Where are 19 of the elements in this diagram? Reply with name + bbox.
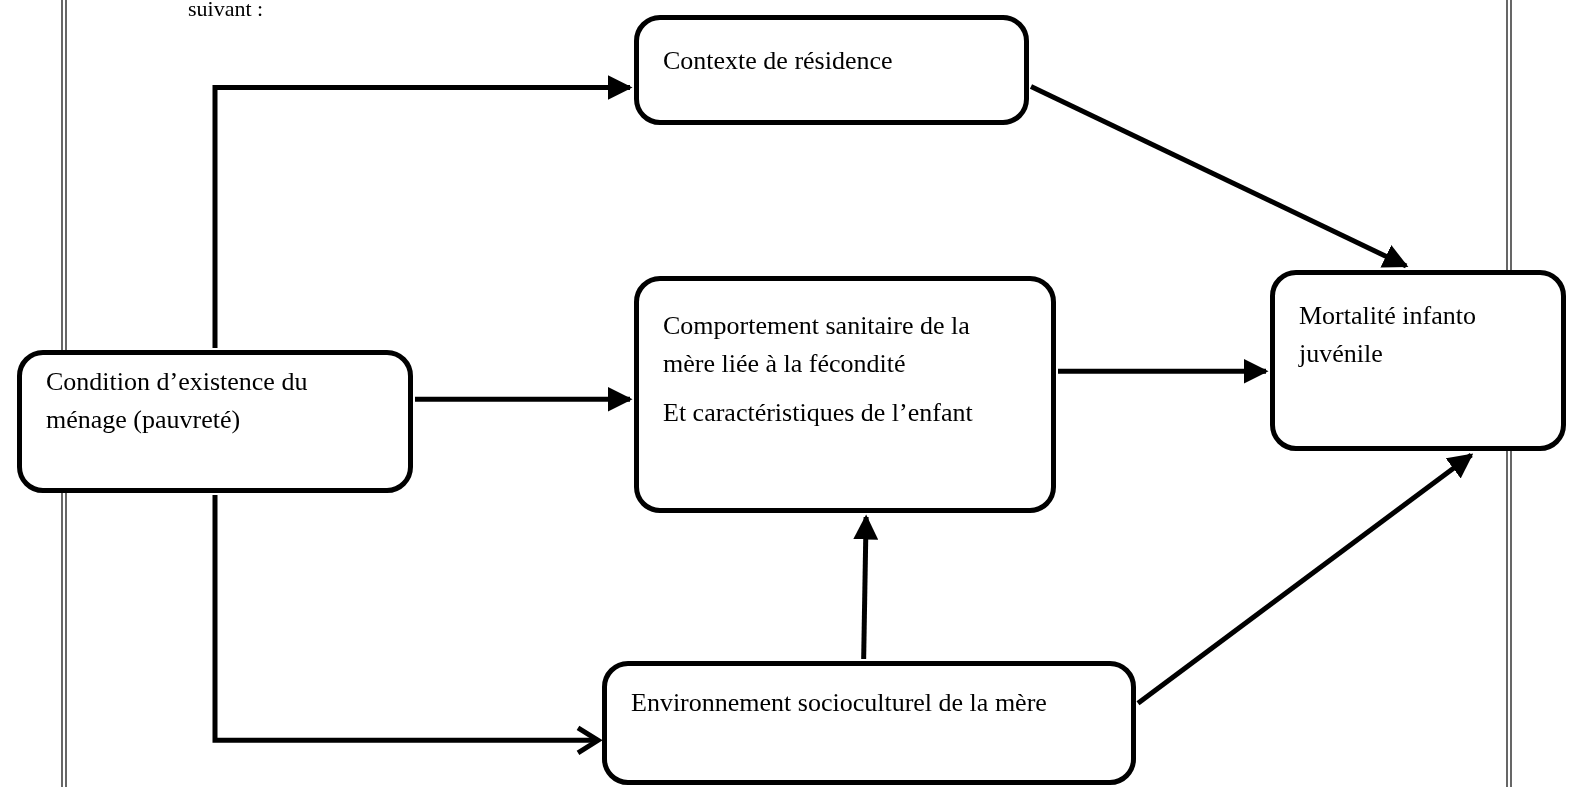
process-box [602, 661, 1136, 785]
arrow [1058, 358, 1269, 384]
box-text: Condition d’existence du ménage (pauvreté) [46, 366, 309, 436]
note-text: suivant : [188, 0, 264, 22]
arrow [212, 495, 601, 756]
box-text: Mortalité infanto juvénile [1299, 300, 1477, 370]
box-text: Contexte de résidence [663, 45, 894, 77]
arrow [415, 386, 633, 412]
process-box [634, 276, 1056, 513]
arrow [212, 75, 633, 348]
box-text: Environnement socioculturel de la mère [631, 687, 1048, 719]
arrow [1136, 453, 1474, 706]
box-text: Et caractéristiques de l’enfant [663, 397, 974, 430]
process-box [634, 15, 1029, 125]
process-box [17, 350, 413, 493]
arrow [853, 514, 879, 660]
arrow [1029, 84, 1409, 269]
box-text: Comportement sanitaire de la mère liée à la fécondité [663, 310, 971, 380]
process-box [1270, 270, 1566, 451]
